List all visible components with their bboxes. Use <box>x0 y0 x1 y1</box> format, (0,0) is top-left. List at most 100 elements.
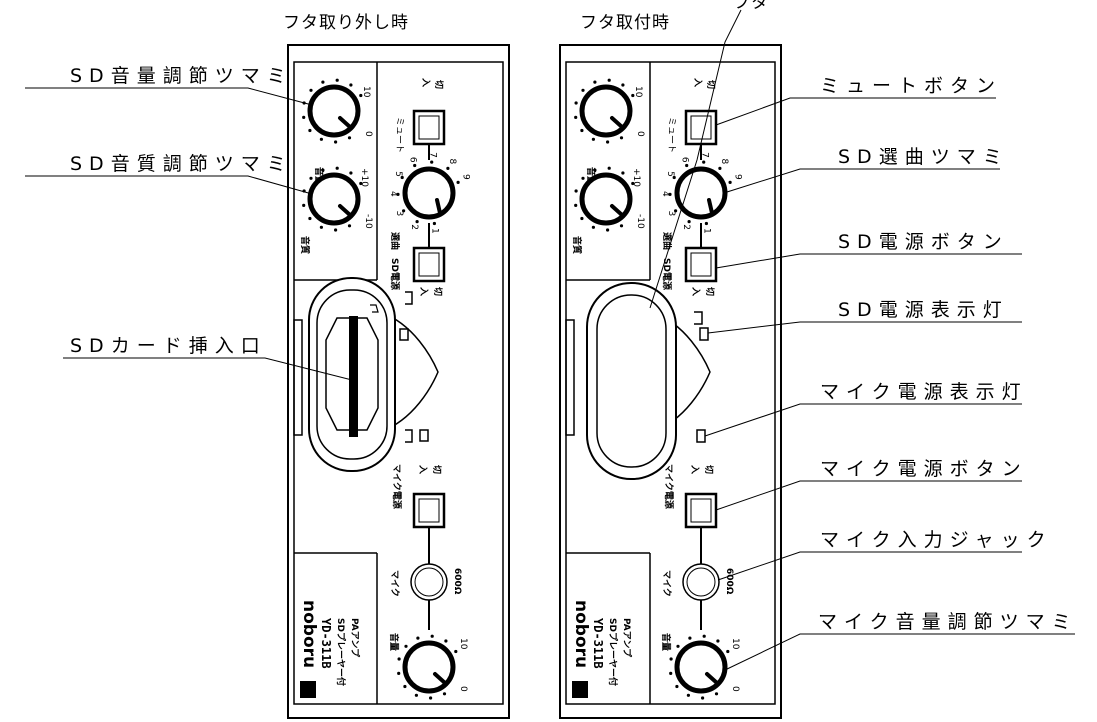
brand-logo-mark <box>300 681 316 698</box>
callout-sd-tone-knob: SD音質調節ツマミ <box>25 153 313 195</box>
sd-card-slot-rim <box>316 289 388 460</box>
mute-button-face <box>690 115 712 140</box>
mic-power-label: マイク電源 <box>391 464 403 509</box>
track-number-label: 4 <box>388 191 398 197</box>
callout-label-sd-power-indicator: SD電源表示灯 <box>838 299 1009 321</box>
on-mark: 入 <box>689 464 700 474</box>
callout-sd-track-select-knob: SD選曲ツマミ <box>726 146 1002 193</box>
knob-tick-dot <box>444 639 448 643</box>
callout-label-mic-power-button: マイク電源ボタン <box>820 458 1028 480</box>
knob-tick-dot <box>716 639 720 643</box>
tone-max-label: +10 <box>359 168 369 187</box>
knob-tick-dot <box>335 78 339 82</box>
knob-tick-dot <box>674 209 678 213</box>
sd-tone-knob[interactable] <box>307 172 361 226</box>
knob-tick-dot <box>396 192 400 196</box>
knob-tick-dot <box>456 180 460 184</box>
knob-tick-dot <box>631 181 635 186</box>
lid[interactable] <box>586 282 677 480</box>
knob-tick-dot <box>574 101 578 105</box>
mic-input-jack-inner <box>414 567 444 597</box>
knob-tick-dot <box>309 88 313 92</box>
knob-tick-dot <box>685 163 689 168</box>
sd-card-icon <box>370 304 379 313</box>
knob-tick-dot <box>347 224 352 228</box>
knob-tick-dot <box>397 671 401 676</box>
off-mark: 切 <box>432 287 443 296</box>
knob-tick-dot <box>669 657 673 661</box>
sd-power-label: SD電源 <box>389 258 401 290</box>
brand-logo: noboru <box>299 600 319 698</box>
knob-tick-dot <box>701 696 705 700</box>
sd-card-slot-guide <box>325 317 379 431</box>
sd-power-indicator <box>399 328 409 341</box>
callout-sd-power-button: SD電源ボタン <box>715 231 1022 269</box>
mic-power-label: マイク電源 <box>663 464 675 509</box>
impedance-label: 600Ω <box>452 568 462 595</box>
knob-tick-dot <box>334 140 338 144</box>
knob-tick-dot <box>309 176 313 180</box>
sd-volume-knob[interactable] <box>579 84 633 138</box>
knob-tick-dot <box>359 181 363 186</box>
callout-label-mic-input-jack: マイク入力ジャック <box>820 529 1053 551</box>
select-label: 選曲 <box>389 232 401 250</box>
mic-input-jack[interactable] <box>682 563 720 601</box>
sd-track-select-knob[interactable] <box>674 166 728 220</box>
caption-lid-removed: フタ取り外し時 <box>283 13 409 33</box>
knob-tick-dot <box>675 684 679 689</box>
product-line-1: SDプレーヤー付 <box>335 618 347 686</box>
mic-volume-knob[interactable] <box>674 640 728 694</box>
knob-tick-dot <box>581 88 585 92</box>
track-number-label: 7 <box>700 152 710 158</box>
tone-label: 音質 <box>299 236 311 254</box>
mic-volume-knob[interactable] <box>402 640 456 694</box>
leader-line <box>715 253 1022 269</box>
callout-label-sd-tone-knob: SD音質調節ツマミ <box>70 153 293 175</box>
mic-input-jack[interactable] <box>410 563 448 601</box>
mic-power-button-face <box>690 498 712 523</box>
knob-tick-dot <box>574 189 578 193</box>
knob-tick-dot <box>430 160 434 164</box>
knob-tick-dot <box>702 160 706 164</box>
callout-label-sd-card-slot: SDカード挿入口 <box>70 335 267 357</box>
knob-tick-dot <box>400 175 404 180</box>
knob-tick-dot <box>349 83 353 87</box>
panel-outer-frame <box>559 44 782 719</box>
leader-line <box>25 87 313 106</box>
mic-power-indicator <box>696 429 706 443</box>
knob-tick-dot <box>580 128 584 133</box>
sd-volume-knob[interactable] <box>302 79 366 143</box>
callout-label-mic-volume-knob: マイク音量調節ツマミ <box>818 611 1078 633</box>
tone-min-label: -10 <box>635 214 645 229</box>
sd-track-select-knob[interactable] <box>402 166 456 220</box>
brand-name: noboru <box>299 600 319 668</box>
knob-tick-dot <box>321 168 325 172</box>
knob-tick-dot <box>446 166 450 170</box>
callout-label-sd-power-button: SD電源ボタン <box>838 231 1009 253</box>
knob-tick-dot <box>581 176 585 180</box>
knob-tick-dot <box>403 684 407 689</box>
tone-max-label: +10 <box>631 168 641 187</box>
side-clip <box>565 319 575 436</box>
track-number-label: 3 <box>666 211 676 217</box>
callout-label-mute-button: ミュートボタン <box>820 75 1002 97</box>
tone-label: 音質 <box>571 236 583 254</box>
knob-tick-dot <box>607 78 611 82</box>
scale-max-label: 10 <box>361 86 371 98</box>
knob-tick-dot <box>687 220 691 224</box>
product-line-1: SDプレーヤー付 <box>607 618 619 686</box>
track-number-label: 9 <box>732 174 742 180</box>
knob-tick-dot <box>321 80 325 84</box>
knob-tick-dot <box>593 168 597 172</box>
scale-max-label: 10 <box>633 86 643 98</box>
mic-power-indicator-bracket <box>405 429 413 443</box>
callout-mic-power-button: マイク電源ボタン <box>715 458 1028 511</box>
sd-tone-knob[interactable] <box>579 172 633 226</box>
sd-card-slot[interactable] <box>349 316 358 437</box>
vol-label: 音量 <box>660 633 672 651</box>
knob-tick-dot <box>714 692 719 696</box>
mic-label: マイク <box>389 570 400 597</box>
knob-tick-dot <box>591 225 596 229</box>
